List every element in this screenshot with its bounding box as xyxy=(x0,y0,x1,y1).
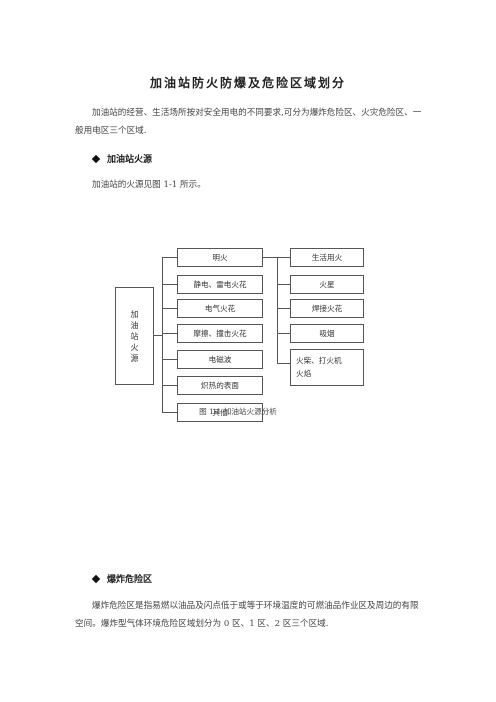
diagram-box-open-flame: 明火 xyxy=(177,248,263,267)
fire-sources-paragraph: 加油站的火源见图 1-1 所示。 xyxy=(92,180,206,190)
intro-paragraph: 加油站的经营、生活场所按对安全用电的不同要求,可分为爆炸危险区、火灾危险区、一般… xyxy=(75,108,422,136)
diagram-box-domestic-fire: 生活用火 xyxy=(290,248,364,267)
root-char: 加 xyxy=(130,309,139,319)
diagram-box-smoking: 吸烟 xyxy=(290,324,364,343)
diagram-box-friction-spark: 摩擦、撞击火花 xyxy=(177,324,263,343)
root-char: 源 xyxy=(130,353,139,363)
diagram-box-match-lighter: 火柴、打火机 火焰 xyxy=(290,349,364,386)
diamond-bullet-icon xyxy=(91,574,101,583)
connector-line xyxy=(277,257,290,258)
connector-line xyxy=(162,284,177,285)
diagram-box-static-lightning: 静电、雷电火花 xyxy=(177,275,263,294)
box-line: 火焰 xyxy=(296,369,312,378)
section-heading-text: 爆炸危险区 xyxy=(107,575,153,585)
root-char: 火 xyxy=(130,342,139,352)
connector-line xyxy=(277,333,290,334)
root-char: 油 xyxy=(130,320,139,330)
explosion-zone-paragraph: 爆炸危险区是指易燃以油品及闪点低于或等于环境温度的可燃油品作业区及周边的有限空间… xyxy=(75,601,419,629)
connector-line xyxy=(162,308,177,309)
connector-line xyxy=(277,284,290,285)
section-heading-explosion-zone: 爆炸危险区 xyxy=(91,572,153,585)
connector-line xyxy=(162,257,163,412)
diamond-bullet-icon xyxy=(91,154,101,163)
connector-line xyxy=(162,257,177,258)
connector-line xyxy=(162,385,177,386)
diagram-box-electromagnetic: 电磁波 xyxy=(177,350,263,369)
diagram-box-welding-spark: 焊接火花 xyxy=(290,299,364,318)
figure-caption: 图 1-1 加油站火源分析 xyxy=(199,407,277,416)
root-char: 站 xyxy=(130,331,139,341)
diagram-box-hot-surface: 炽热的表面 xyxy=(177,376,263,395)
document-title: 加油站防火防爆及危险区域划分 xyxy=(149,76,346,90)
connector-line xyxy=(263,257,277,258)
diagram-root-box: 加 油 站 火 源 xyxy=(115,287,154,385)
connector-line xyxy=(277,257,278,363)
connector-line xyxy=(154,335,162,336)
connector-line xyxy=(277,308,290,309)
connector-line xyxy=(162,333,177,334)
connector-line xyxy=(277,363,290,364)
box-line: 火柴、打火机 xyxy=(296,356,342,365)
section-heading-text: 加油站火源 xyxy=(107,155,153,165)
diagram-box-sparks: 火星 xyxy=(290,275,364,294)
section-heading-fire-sources: 加油站火源 xyxy=(91,152,153,165)
connector-line xyxy=(162,359,177,360)
connector-line xyxy=(162,412,177,413)
diagram-box-electric-spark: 电气火花 xyxy=(177,299,263,318)
diagram-box-other: 其他 xyxy=(177,403,263,422)
